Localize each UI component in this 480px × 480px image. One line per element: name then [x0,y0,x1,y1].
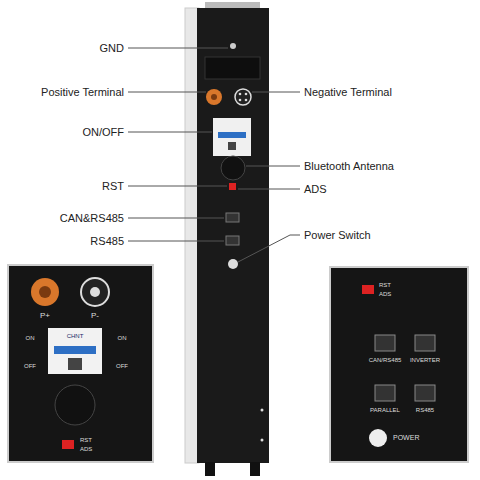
port [375,335,395,351]
gnd-screw [230,43,236,49]
dip-switch [62,440,74,449]
callout-label: RST [102,180,124,193]
switch-mark: ADS [379,291,391,298]
hole [261,409,264,412]
terminal-core [39,286,51,298]
breaker-lever [68,358,82,370]
callout-label: Bluetooth Antenna [304,160,394,173]
terminal-core [90,287,100,297]
side-panel [185,8,199,463]
callout-label: GND [100,42,124,55]
terminal-mark: P- [91,311,99,320]
leader-lines [128,48,300,262]
port-mark: RS485 [416,407,434,414]
brand-mark: CHNT [67,333,84,340]
port [415,335,435,351]
terminal-mark: P+ [40,311,50,320]
bluetooth-antenna [221,156,245,180]
switch-mark: OFF [24,363,36,370]
callout-label: Negative Terminal [304,86,392,99]
dip-switch [362,285,374,294]
switch-mark: OFF [116,363,128,370]
port [226,213,239,222]
terminal-dot [239,93,242,96]
callout-label: RS485 [90,235,124,248]
bluetooth-antenna [55,385,95,425]
dip-switch [229,183,236,190]
breaker-stripe [218,132,246,138]
tower-body [197,8,269,463]
display-window [205,57,260,79]
port-mark: PARALLEL [370,407,400,414]
port-mark: INVERTER [410,357,440,364]
power-button [228,259,238,269]
switch-mark: ADS [80,446,92,453]
callout-label: CAN&RS485 [60,212,124,225]
port [415,385,435,401]
breaker-stripe [54,346,96,354]
breaker [48,328,102,374]
callout-label: ON/OFF [82,126,124,139]
negative-terminal [81,278,109,306]
negative-terminal [235,89,251,105]
switch-mark: ON [26,335,35,342]
switch-mark: ON [118,335,127,342]
port [375,385,395,401]
positive-terminal [31,278,59,306]
power-button [369,429,387,447]
terminal-dot [245,93,248,96]
port-mark: CAN/RS485 [369,357,402,364]
switch-mark: RST [80,437,92,444]
button-mark: POWER [393,434,419,442]
terminal-core [211,94,217,100]
inset-panel [8,265,153,462]
terminal-dot [245,99,248,102]
switch-mark: RST [379,282,391,289]
port [226,236,239,245]
hole [261,439,264,442]
callout-label: Power Switch [304,229,371,242]
breaker [213,118,251,156]
terminal-dot [239,99,242,102]
positive-terminal [206,89,222,105]
foot [205,462,215,476]
foot [250,462,260,476]
callout-label: Positive Terminal [41,86,124,99]
inset-panel [330,267,468,462]
callout-label: ADS [304,183,327,196]
breaker-lever [228,142,236,150]
